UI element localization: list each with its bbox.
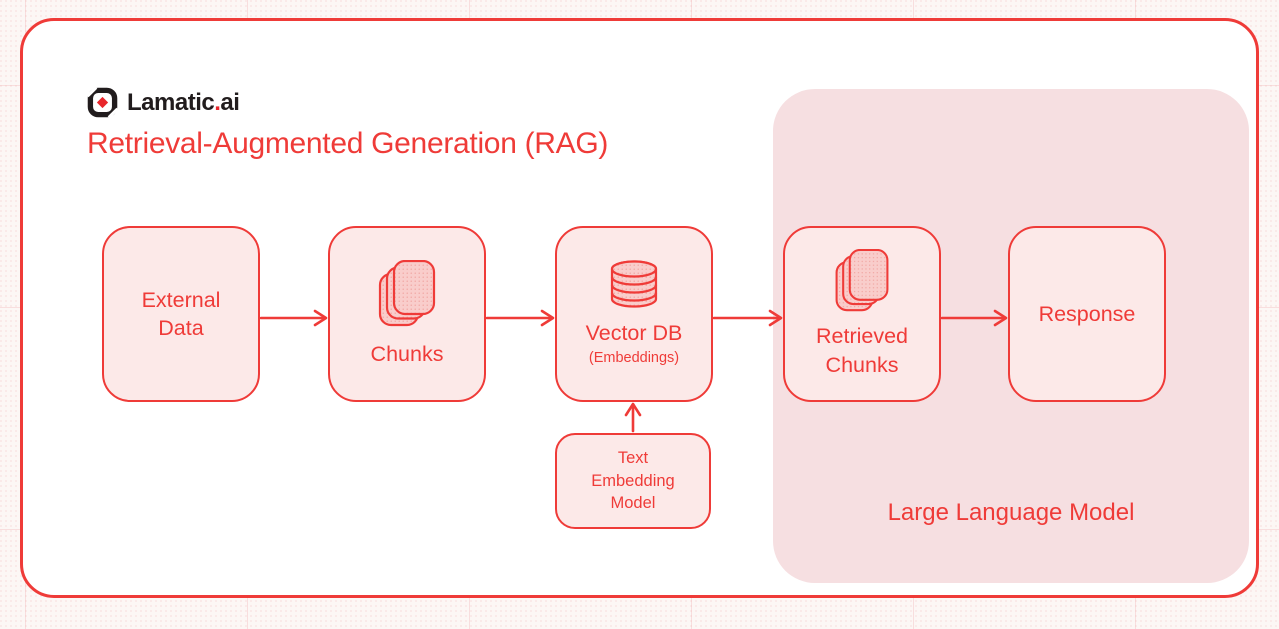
node-label: Vector DB — [585, 320, 683, 345]
stacked-cards-icon — [378, 259, 436, 333]
node-retrieved-chunks: Retrieved Chunks — [783, 226, 941, 402]
node-sublabel: (Embeddings) — [588, 350, 680, 367]
node-vector-db: Vector DB (Embeddings) — [555, 226, 713, 402]
lamatic-logo: Lamatic.ai — [87, 87, 240, 118]
node-chunks: Chunks — [328, 226, 486, 402]
database-icon — [609, 260, 659, 313]
stacked-cards-icon — [833, 249, 891, 318]
lamatic-logo-text: Lamatic.ai — [127, 88, 240, 116]
node-label: Retrieved Chunks — [815, 324, 908, 377]
node-label: Chunks — [370, 341, 444, 366]
page-title: Retrieval-Augmented Generation (RAG) — [87, 127, 609, 160]
node-label: Text Embedding Model — [591, 448, 675, 513]
node-label: Response — [1038, 301, 1136, 326]
node-label: External Data — [141, 287, 221, 340]
lamatic-logo-icon — [87, 87, 118, 118]
llm-container-label: Large Language Model — [887, 499, 1135, 526]
node-external-data: External Data — [102, 226, 260, 402]
node-response: Response — [1008, 226, 1166, 402]
node-text-embedding-model: Text Embedding Model — [555, 433, 711, 529]
